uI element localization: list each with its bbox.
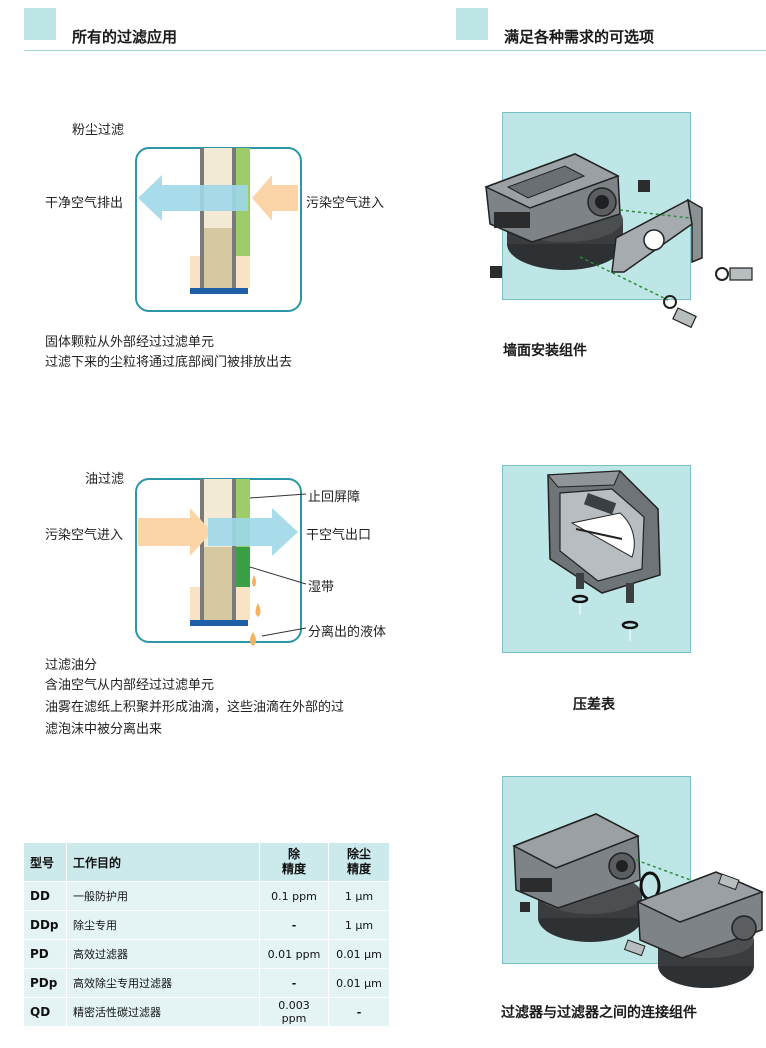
table-row: DDp 除尘专用 - 1 μm [24,910,389,940]
caption-wall-mount: 墙面安装组件 [503,343,587,359]
row-purpose: 高效除尘专用过滤器 [66,968,260,998]
row-dust: 0.01 μm [328,939,389,969]
oil-desc-line3: 油雾在滤纸上积聚并形成油滴，这些油滴在外部的过 [45,700,345,715]
dust-inlet-arrow [252,175,298,221]
th-oil-removal: 除 精度 [259,843,329,882]
header-right-title: 满足各种需求的可选项 [504,28,655,46]
caption-gauge: 压差表 [573,697,615,713]
row-purpose: 除尘专用 [66,910,260,940]
table-row: PD 高效过滤器 0.01 ppm 0.01 μm [24,939,389,969]
bolt [729,267,753,281]
row-code: QD [24,997,67,1026]
row-purpose: 高效过滤器 [66,939,260,969]
washer [663,295,677,309]
row-purpose: 一般防护用 [66,881,260,911]
bolt [672,307,697,329]
oil-outlet-arrow [208,508,298,556]
oil-droplet [252,575,256,587]
oil-droplet [250,632,256,646]
spec-table: 型号 工作目的 除 精度 除尘 精度 DD 一般防护用 0.1 ppm 1 μm… [24,843,389,1026]
header-divider [24,50,766,51]
row-code: DD [24,881,67,911]
oil-callout-check-barrier: 止回屏障 [308,490,361,505]
row-purpose: 精密活性碳过滤器 [66,997,260,1026]
oil-filter-bottom [204,547,232,620]
header-left-title: 所有的过滤应用 [72,28,178,46]
section-icon-right [456,8,488,40]
oil-left-label: 污染空气进入 [45,528,124,543]
dust-desc-line1: 固体颗粒从外部经过过滤单元 [45,335,215,350]
oil-desc-line1: 过滤油分 [45,658,98,673]
row-oil: 0.1 ppm [259,881,329,911]
wall-mount-illustration [484,153,753,329]
row-dust: - [328,997,389,1026]
dust-outlet-arrow [138,175,248,221]
row-dust: 1 μm [328,910,389,940]
dust-title: 粉尘过滤 [72,123,125,138]
dust-right-label: 污染空气进入 [306,196,385,211]
dust-desc-line2: 过滤下来的尘粒将通过底部阀门被排放出去 [45,355,293,370]
gauge-needle [575,528,623,540]
oil-desc-line2: 含油空气从内部经过过滤单元 [45,678,215,693]
oil-title: 油过滤 [85,472,125,487]
table-row: DD 一般防护用 0.1 ppm 1 μm [24,881,389,911]
dust-left-label: 干净空气排出 [45,196,124,211]
table-row: QD 精密活性碳过滤器 0.003 ppm - [24,997,389,1026]
th-purpose: 工作目的 [66,843,260,882]
row-code: PD [24,939,67,969]
bolt [623,939,646,957]
oil-callout-liquid: 分离出的液体 [308,625,387,640]
row-oil: 0.003 ppm [259,997,329,1026]
th-model: 型号 [24,843,67,882]
row-oil: - [259,910,329,940]
row-oil: - [259,968,329,998]
washer [715,267,729,281]
spec-table-wrapper: 型号 工作目的 除 精度 除尘 精度 DD 一般防护用 0.1 ppm 1 μm… [24,843,389,1026]
row-dust: 0.01 μm [328,968,389,998]
oil-callout-wet-zone: 湿带 [308,580,335,595]
row-code: DDp [24,910,67,940]
oil-droplet [255,603,261,617]
oil-filter-base [190,620,248,626]
dust-filter-base [190,288,248,294]
table-row: PDp 高效除尘专用过滤器 - 0.01 μm [24,968,389,998]
section-icon-left [24,8,56,40]
row-oil: 0.01 ppm [259,939,329,969]
bolt [717,873,740,891]
gauge-illustration [546,470,661,641]
oil-right-label: 干空气出口 [306,528,372,543]
row-dust: 1 μm [328,881,389,911]
dust-filter-collected-dust [204,228,232,288]
caption-connector: 过滤器与过滤器之间的连接组件 [501,1005,697,1021]
oil-wet-zone [236,547,250,587]
connector-illustration [512,813,765,988]
oil-inlet-arrow [138,508,212,556]
row-code: PDp [24,968,67,998]
oil-desc-line4: 滤泡沫中被分离出来 [45,722,163,737]
th-dust-removal: 除尘 精度 [328,843,389,882]
